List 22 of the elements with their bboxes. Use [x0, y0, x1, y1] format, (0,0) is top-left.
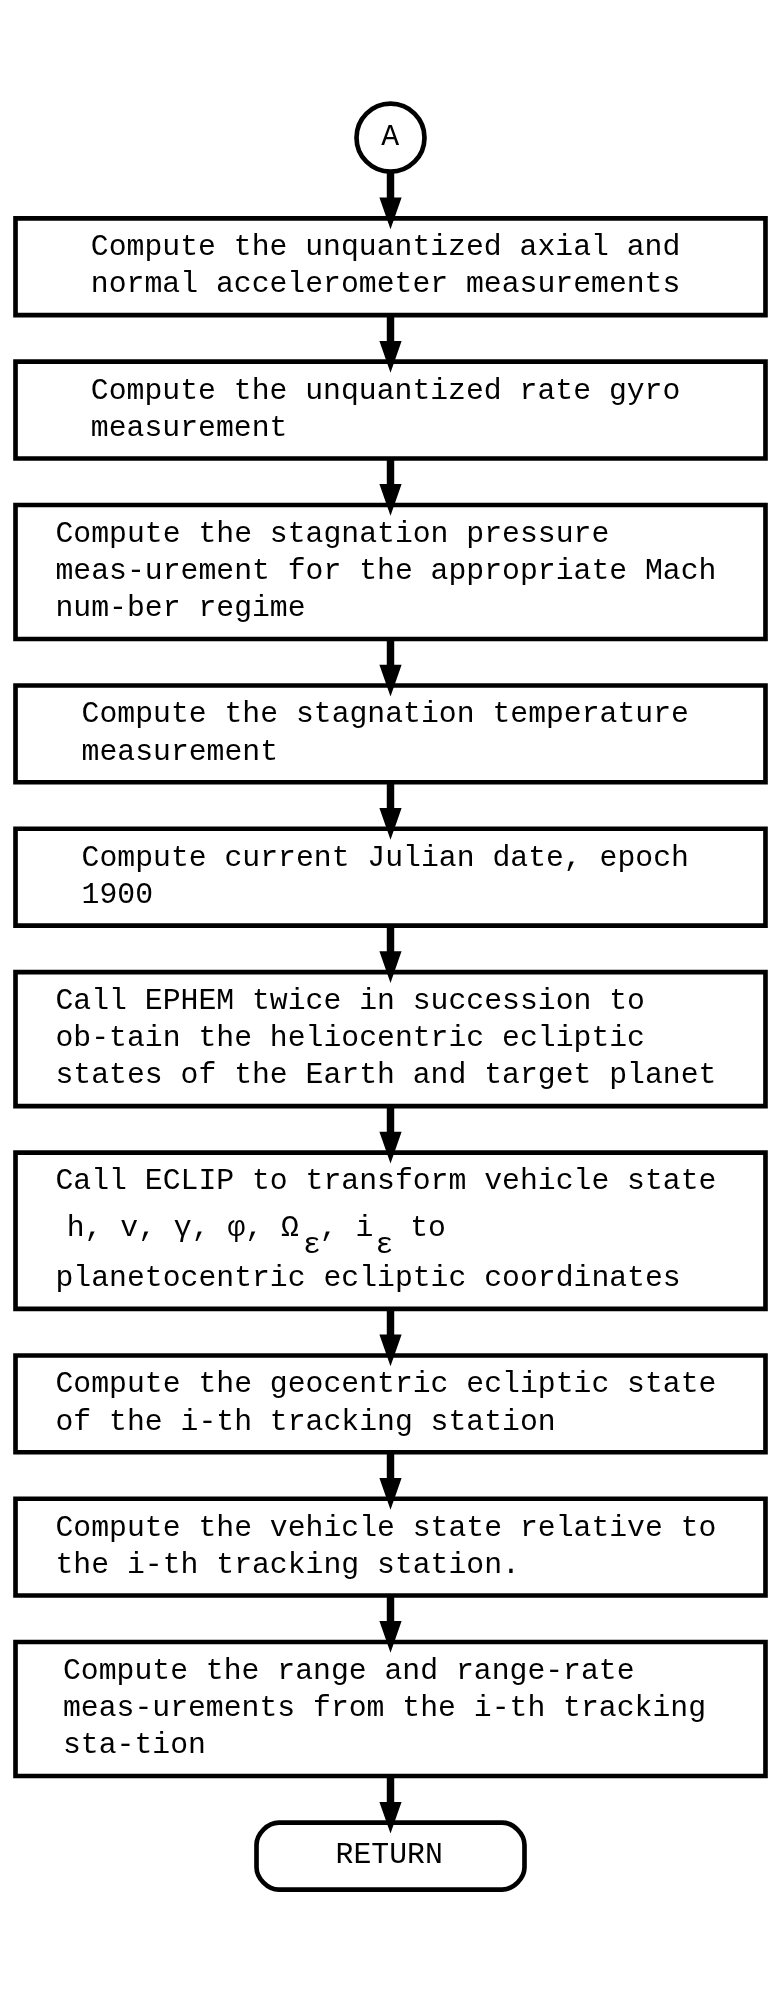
node-box: Compute the stagnation temperature measurement	[13, 682, 768, 785]
node-box: Compute the stagnation pressure meas-urement for the appropriate Mach num-ber regime	[13, 502, 768, 641]
arrow	[379, 1308, 402, 1366]
arrow	[379, 638, 402, 697]
node-box: Compute the vehicle state relative to the i-th tracking station.	[13, 1495, 768, 1598]
node-box: Compute the geocentric ecliptic state of the i-th tracking station	[13, 1352, 768, 1455]
arrow	[379, 925, 402, 983]
arrow	[379, 1452, 402, 1510]
node-box: Compute the unquantized axial and normal accelerometer measurements	[13, 215, 768, 317]
node-box: Compute current Julian date, epoch 1900	[13, 825, 768, 928]
node-box: Compute the unquantized rate gyro measurement	[13, 358, 768, 461]
node-box: RETURN	[254, 1819, 527, 1892]
node-box: Compute the range and range-rate meas-urements from the i-th tracking sta-tion	[13, 1639, 768, 1778]
arrow	[379, 782, 402, 840]
arrow	[379, 1776, 402, 1834]
arrow	[379, 1595, 402, 1653]
arrow	[379, 1105, 402, 1163]
node-box: Call EPHEM twice in succession to ob-tain the heliocentric ecliptic states of the Earth and target planet	[13, 969, 768, 1108]
arrow	[379, 458, 402, 516]
node-circle: A	[354, 100, 427, 174]
arrow	[379, 171, 402, 229]
arrow	[379, 315, 402, 373]
